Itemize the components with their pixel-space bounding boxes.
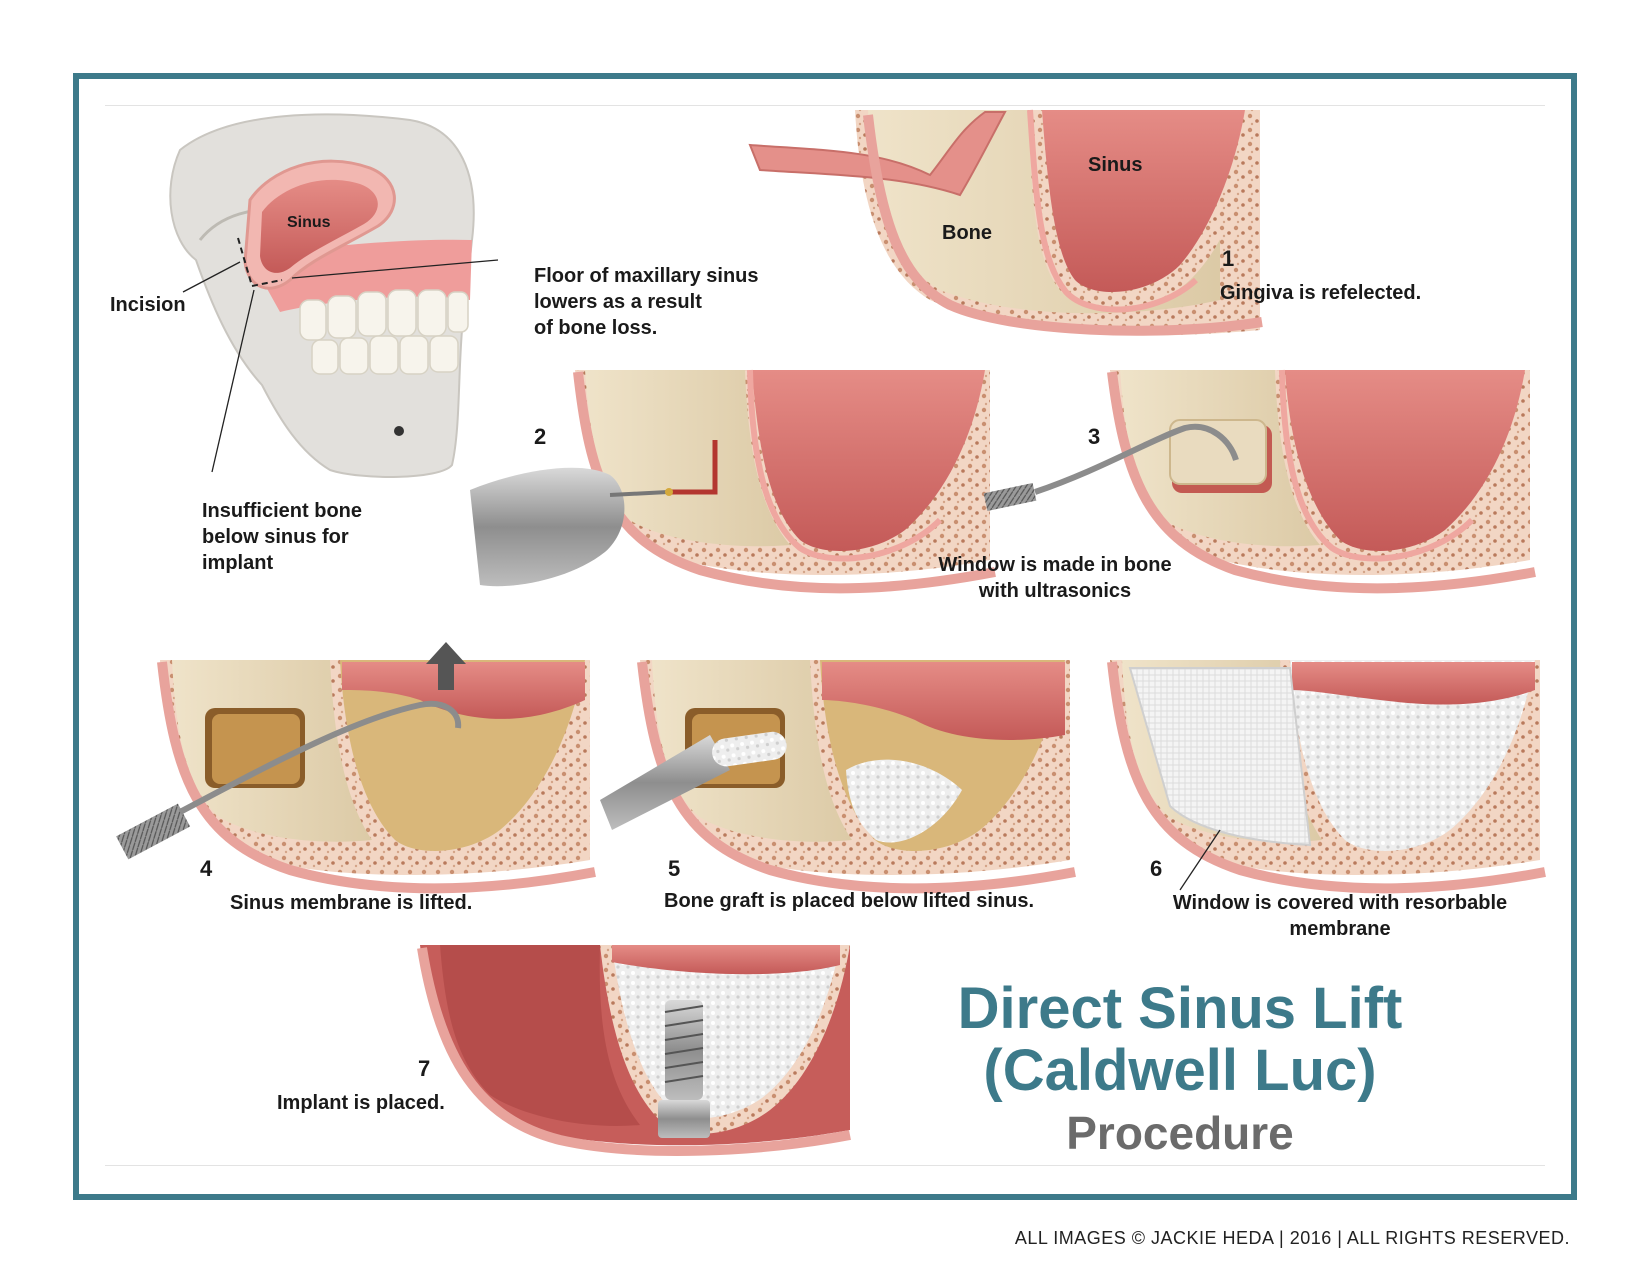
step5-number: 5 [668,856,681,881]
incision-label: Incision [110,294,186,316]
page-frame [73,73,1577,1200]
step6-caption: Window is covered with resorbable [1172,892,1508,914]
top-rule [105,105,1545,106]
step1-sinus-label: Sinus [1088,154,1143,176]
title-line1: Direct Sinus Lift [957,976,1403,1041]
step3-caption: Window is made in bone [938,554,1172,576]
step1-caption: Gingiva is refelected. [1220,282,1422,304]
insufficient-note-line: below sinus for [202,526,349,548]
floor-note-line: of bone loss. [534,317,658,339]
title-line3: Procedure [1066,1107,1294,1159]
step3-number: 3 [1088,424,1101,449]
step6-illustration [1107,660,1546,894]
step3-caption: with ultrasonics [978,580,1132,602]
step4-illustration [116,642,596,894]
insufficient-note-line: implant [202,552,274,574]
step5-caption: Bone graft is placed below lifted sinus. [664,890,1035,912]
step6-number: 6 [1150,856,1163,881]
step3-illustration [983,369,1536,594]
step1-illustration [748,109,1263,336]
step2-number: 2 [534,424,547,449]
bottom-rule [105,1165,1545,1166]
copyright-text: ALL IMAGES © JACKIE HEDA | 2016 | ALL RI… [1014,1228,1570,1248]
skull-sinus-label: Sinus [287,214,331,231]
step6-caption: membrane [1289,918,1391,940]
title-line2: (Caldwell Luc) [983,1038,1377,1103]
step7-number: 7 [418,1056,431,1081]
step4-caption: Sinus membrane is lifted. [230,892,473,914]
insufficient-note-line: Insufficient bone [202,500,362,522]
skull-illustration [169,113,475,478]
floor-note-line: Floor of maxillary sinus [534,265,759,287]
step2-illustration [470,369,996,594]
step1-number: 1 [1222,246,1235,271]
step7-caption: Implant is placed. [277,1092,445,1114]
step5-illustration [600,660,1076,894]
floor-note-line: lowers as a result [534,291,702,313]
step7-illustration [417,945,851,1156]
step1-bone-label: Bone [942,222,992,244]
step4-number: 4 [200,856,213,881]
